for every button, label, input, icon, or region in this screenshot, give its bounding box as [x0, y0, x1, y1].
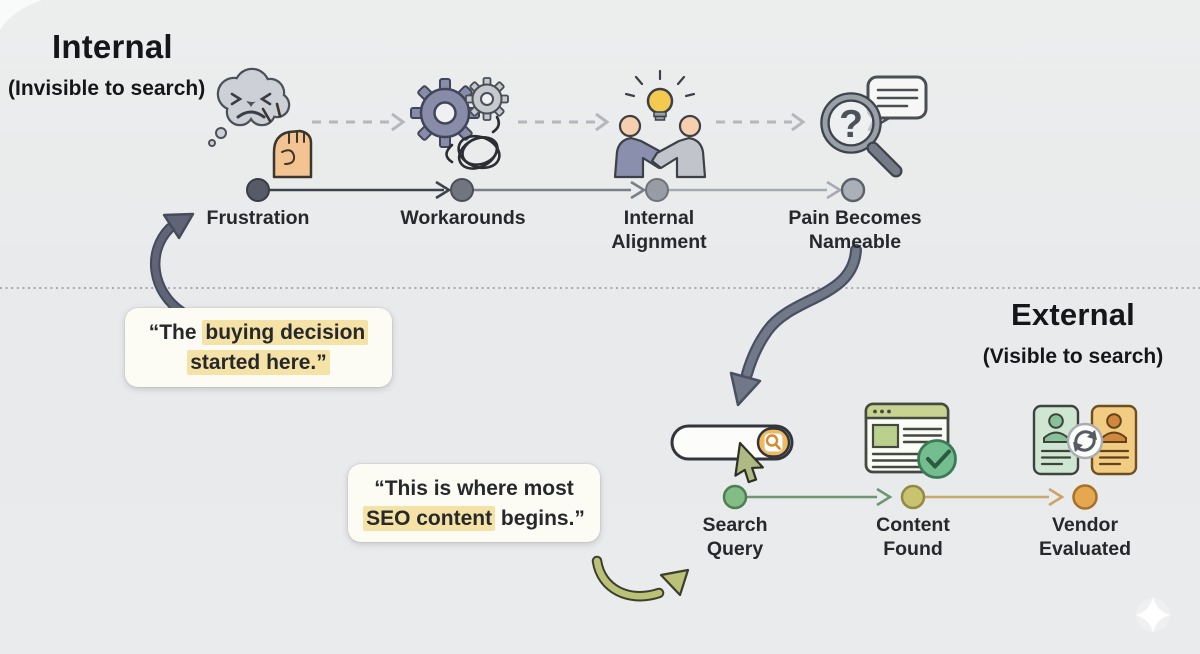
s-curve-arrow-to-search [729, 244, 862, 407]
small-gear [465, 77, 509, 121]
lightbulb [646, 87, 674, 115]
bulb-rays [624, 69, 696, 98]
check-badge [917, 439, 957, 479]
timeline-node-frustration [246, 178, 270, 202]
corner-highlight [0, 0, 42, 30]
timeline-node-workarounds [450, 178, 474, 202]
stage-label-content-found: Content Found [876, 514, 950, 560]
dashed-arrows [312, 112, 806, 132]
person-right [650, 136, 707, 179]
internal-timeline [246, 177, 866, 203]
frown-mouth [236, 110, 266, 119]
internal-section-subtitle: (Invisible to search) [8, 77, 206, 100]
impact-marks [261, 102, 282, 123]
webpage-check-icon [864, 402, 957, 479]
stage-label-workarounds: Workarounds [400, 207, 526, 229]
external-section-title: External [1011, 297, 1135, 332]
callout-line: “This is where most [374, 477, 574, 500]
angry-eye-left [230, 92, 243, 106]
compare-badge [1066, 422, 1104, 460]
magnifier-question-speech-icon: ? [820, 75, 928, 178]
person-left [613, 136, 670, 179]
stage-label-internal-alignment: Internal Alignment [611, 207, 707, 253]
timeline-node-vendor-evaluated [1072, 484, 1098, 510]
callout-seo-content: “This is where most SEO content begins.” [348, 464, 600, 542]
check-icon [926, 449, 951, 469]
stage-label-pain-nameable: Pain Becomes Nameable [788, 207, 922, 253]
angry-eye-right [259, 92, 272, 106]
stage-label-frustration: Frustration [206, 207, 310, 229]
internal-section-title: Internal [52, 28, 173, 65]
external-timeline [722, 484, 1098, 510]
timeline-node-pain-nameable [840, 177, 866, 203]
timeline-node-search-query [722, 484, 748, 510]
callout-line: started here.” [131, 348, 386, 378]
tangled-thread [445, 115, 501, 170]
stage-label-search-query: Search Query [702, 514, 768, 560]
callout-line: SEO content begins.” [354, 504, 594, 534]
handshake-lightbulb-icon [613, 69, 707, 179]
gears-tangle-icon [410, 77, 509, 170]
stage-label-vendor-evaluated: Vendor Evaluated [1038, 514, 1132, 560]
cursor-icon [734, 441, 764, 484]
frustration-cloud-fist-icon [208, 67, 313, 179]
browser-header [864, 402, 950, 420]
callout-line: “The buying decision [131, 318, 386, 348]
thumbnail [871, 423, 900, 449]
green-arrow-to-search-query [591, 555, 690, 602]
timeline-node-internal-alignment [645, 178, 669, 202]
search-icon [765, 434, 779, 447]
vendor-compare-cards-icon [1032, 404, 1138, 476]
magnifier-handle [868, 143, 901, 176]
timeline-node-content-found [900, 484, 926, 510]
sparkle-icon [1135, 597, 1171, 633]
swap-arrows-icon [1073, 430, 1097, 452]
callout-buying-decision: “The buying decision started here.” [125, 308, 392, 387]
external-section-subtitle: (Visible to search) [982, 345, 1164, 368]
question-mark: ? [839, 103, 863, 146]
curved-arrow-to-frustration [150, 212, 195, 318]
search-bar-cursor-icon [670, 424, 794, 484]
